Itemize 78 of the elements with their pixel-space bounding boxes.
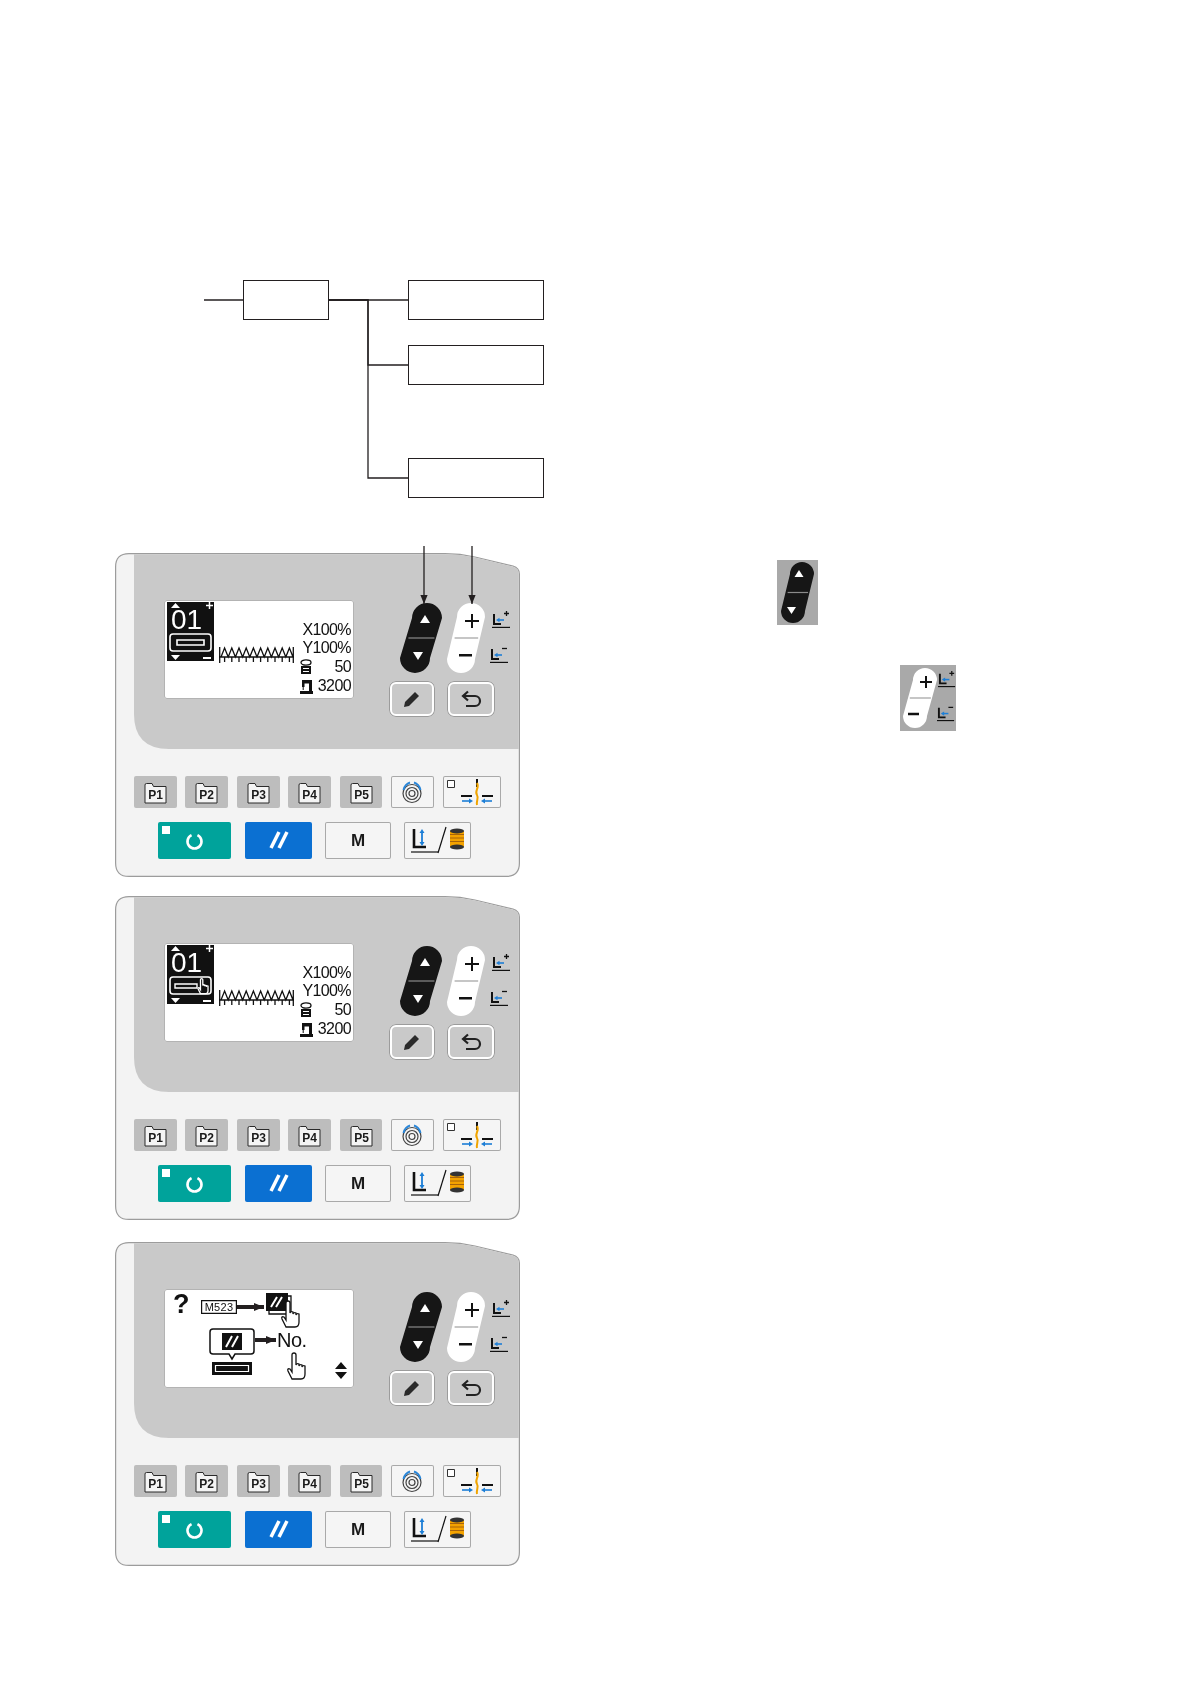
error-code-box: M523 xyxy=(201,1300,237,1314)
ready-button xyxy=(158,1511,231,1548)
plus-minus-key xyxy=(447,603,485,673)
pattern-key: P2 xyxy=(185,1119,228,1151)
number-sign: No. xyxy=(276,1329,310,1351)
edit-button xyxy=(389,681,435,717)
y-scale-value: Y100% xyxy=(302,982,351,1000)
return-button xyxy=(447,1024,495,1060)
thread-clamp-button xyxy=(443,1465,501,1497)
tension-button xyxy=(391,1119,434,1151)
connector-line xyxy=(328,299,409,479)
winder-button xyxy=(404,1165,471,1202)
speed-value: 3200 xyxy=(317,677,351,695)
reset-button xyxy=(245,1165,312,1202)
pattern-number: 01 xyxy=(171,608,203,632)
empty-box xyxy=(408,345,544,385)
pattern-number-box xyxy=(167,602,214,661)
lcd-screen xyxy=(164,1289,354,1388)
arrow xyxy=(468,545,476,605)
plus-minus-key xyxy=(447,1292,485,1362)
tension-button xyxy=(391,1465,434,1497)
return-button xyxy=(447,1370,495,1406)
thread-clamp-button xyxy=(443,1119,501,1151)
ready-button xyxy=(158,822,231,859)
pattern-key: P3 xyxy=(237,1119,280,1151)
empty-box xyxy=(408,280,544,320)
operation-panel xyxy=(115,896,520,1220)
operation-panel xyxy=(115,1242,520,1566)
operation-panel xyxy=(115,553,520,877)
pattern-key: P5 xyxy=(340,1119,382,1151)
pattern-key: P3 xyxy=(237,1465,280,1497)
edit-button xyxy=(389,1370,435,1406)
pattern-number-box xyxy=(167,945,214,1004)
reset-button xyxy=(245,822,312,859)
pattern-key: P5 xyxy=(340,776,382,808)
winder-button xyxy=(404,822,471,859)
edit-button xyxy=(389,1024,435,1060)
plus-minus-key xyxy=(447,946,485,1016)
pattern-key: P4 xyxy=(288,776,331,808)
pattern-key: P4 xyxy=(288,1119,331,1151)
key-press-icon xyxy=(264,1292,302,1328)
return-button xyxy=(447,681,495,717)
pattern-key: P4 xyxy=(288,1465,331,1497)
connector-line xyxy=(203,299,244,301)
reset-button xyxy=(245,1511,312,1548)
mode-button: M xyxy=(325,1511,391,1548)
empty-box xyxy=(408,458,544,498)
tension-value: 50 xyxy=(334,1001,351,1019)
pattern-key: P1 xyxy=(134,776,177,808)
arrow xyxy=(237,1303,264,1311)
x-scale-value: X100% xyxy=(302,964,351,982)
pattern-key: P2 xyxy=(185,1465,228,1497)
tension-button xyxy=(391,776,434,808)
thread-clamp-button xyxy=(443,776,501,808)
mode-button: M xyxy=(325,822,391,859)
pattern-key: P2 xyxy=(185,776,228,808)
pattern-key: P1 xyxy=(134,1119,177,1151)
mode-button: M xyxy=(325,1165,391,1202)
up-down-key xyxy=(400,603,442,673)
x-scale-value: X100% xyxy=(302,621,351,639)
lcd-screen xyxy=(164,943,354,1042)
empty-box xyxy=(243,280,329,320)
arrow xyxy=(420,545,428,605)
speech-bubble-icon xyxy=(209,1328,255,1376)
up-down-key xyxy=(400,1292,442,1362)
pattern-number: 01 xyxy=(171,951,203,975)
arrow xyxy=(255,1336,276,1344)
ready-button xyxy=(158,1165,231,1202)
lcd-screen xyxy=(164,600,354,699)
speed-value: 3200 xyxy=(317,1020,351,1038)
winder-button xyxy=(404,1511,471,1548)
pattern-key: P3 xyxy=(237,776,280,808)
question-mark: ? xyxy=(173,1290,190,1318)
pattern-key: P5 xyxy=(340,1465,382,1497)
pattern-key: P1 xyxy=(134,1465,177,1497)
tension-value: 50 xyxy=(334,658,351,676)
y-scale-value: Y100% xyxy=(302,639,351,657)
up-down-key xyxy=(400,946,442,1016)
